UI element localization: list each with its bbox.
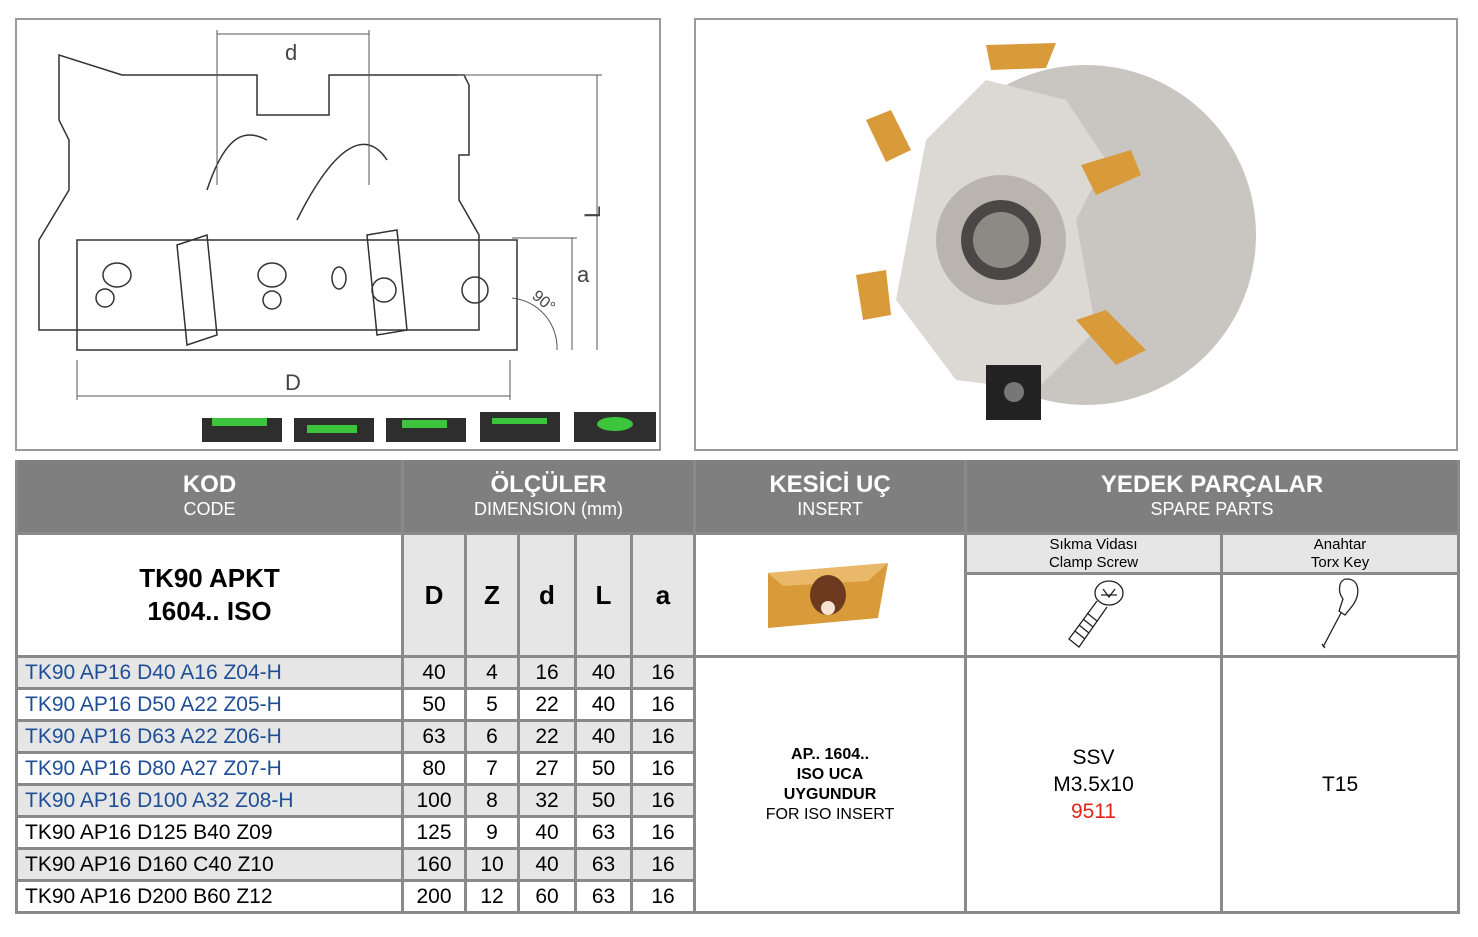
cell-d: 32 xyxy=(517,783,577,818)
screw-icon xyxy=(964,572,1224,658)
dim-label-a: a xyxy=(577,262,590,287)
col-D: D xyxy=(401,532,467,658)
cell-d: 60 xyxy=(517,879,577,914)
insert-views xyxy=(202,412,656,442)
cell-Z: 8 xyxy=(464,783,520,818)
cell-L: 40 xyxy=(574,655,633,690)
row-code[interactable]: TK90 AP16 D80 A27 Z07-H xyxy=(15,751,404,786)
cell-D: 40 xyxy=(401,655,467,690)
cell-d: 40 xyxy=(517,815,577,850)
product-photo xyxy=(694,18,1458,451)
cell-Z: 4 xyxy=(464,655,520,690)
row-code[interactable]: TK90 AP16 D63 A22 Z06-H xyxy=(15,719,404,754)
key-spec: T15 xyxy=(1220,655,1461,914)
cell-L: 63 xyxy=(574,815,633,850)
cell-a: 16 xyxy=(629,751,697,786)
cell-L: 40 xyxy=(574,719,633,754)
row-code: TK90 AP16 D160 C40 Z10 xyxy=(15,847,404,882)
row-code[interactable]: TK90 AP16 D100 A32 Z08-H xyxy=(15,783,404,818)
cell-L: 63 xyxy=(574,879,633,914)
cell-d: 40 xyxy=(517,847,577,882)
col-a: a xyxy=(629,532,697,658)
cell-a: 16 xyxy=(629,719,697,754)
row-code: TK90 AP16 D125 B40 Z09 xyxy=(15,815,404,850)
cell-Z: 7 xyxy=(464,751,520,786)
cell-L: 50 xyxy=(574,751,633,786)
cell-D: 200 xyxy=(401,879,467,914)
cell-a: 16 xyxy=(629,687,697,722)
torx-key-icon xyxy=(1220,572,1461,658)
cell-a: 16 xyxy=(629,879,697,914)
dim-label-d: d xyxy=(285,40,297,65)
cell-Z: 9 xyxy=(464,815,520,850)
cell-Z: 10 xyxy=(464,847,520,882)
cell-Z: 6 xyxy=(464,719,520,754)
cell-d: 22 xyxy=(517,719,577,754)
cell-D: 63 xyxy=(401,719,467,754)
col-L: L xyxy=(574,532,633,658)
col-Z: Z xyxy=(464,532,520,658)
cell-D: 160 xyxy=(401,847,467,882)
cell-D: 100 xyxy=(401,783,467,818)
dim-label-L: L xyxy=(580,206,605,218)
cell-L: 40 xyxy=(574,687,633,722)
row-code[interactable]: TK90 AP16 D40 A16 Z04-H xyxy=(15,655,404,690)
cell-L: 50 xyxy=(574,783,633,818)
cell-a: 16 xyxy=(629,847,697,882)
technical-drawing: d L a D 90° xyxy=(15,18,661,451)
insert-image xyxy=(693,532,968,658)
cell-L: 63 xyxy=(574,847,633,882)
row-code[interactable]: TK90 AP16 D50 A22 Z05-H xyxy=(15,687,404,722)
cell-d: 27 xyxy=(517,751,577,786)
dim-label-D: D xyxy=(285,370,301,395)
row-code: TK90 AP16 D200 B60 Z12 xyxy=(15,879,404,914)
cell-D: 80 xyxy=(401,751,467,786)
cell-D: 125 xyxy=(401,815,467,850)
angle-label: 90° xyxy=(529,287,558,316)
cell-Z: 12 xyxy=(464,879,520,914)
cell-a: 16 xyxy=(629,655,697,690)
cell-a: 16 xyxy=(629,783,697,818)
cell-d: 22 xyxy=(517,687,577,722)
cell-D: 50 xyxy=(401,687,467,722)
cell-d: 16 xyxy=(517,655,577,690)
cell-Z: 5 xyxy=(464,687,520,722)
cell-a: 16 xyxy=(629,815,697,850)
col-d: d xyxy=(517,532,577,658)
